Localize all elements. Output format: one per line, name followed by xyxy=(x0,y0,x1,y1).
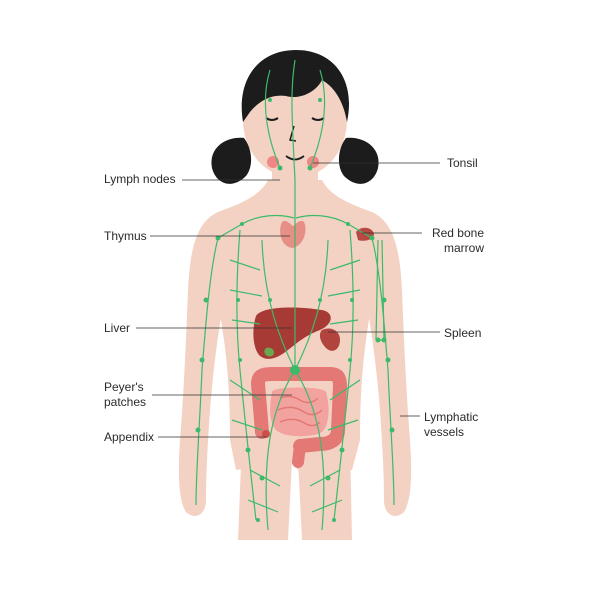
left-eye xyxy=(265,117,279,121)
spleen-organ xyxy=(319,328,340,351)
label-lymphatic-vessels-line1: Lymphatic xyxy=(424,410,479,424)
label-liver: Liver xyxy=(104,321,131,335)
label-lymphatic-vessels-line2: vessels xyxy=(424,425,465,439)
lymph-node-dots xyxy=(195,98,395,522)
lymphatic-vessels xyxy=(195,59,395,531)
label-red-bone-marrow-line2: marrow xyxy=(443,241,484,255)
label-peyers-line2: patches xyxy=(104,395,147,409)
large-intestine xyxy=(251,367,347,453)
left-pigtail xyxy=(211,137,252,184)
label-spleen: Spleen xyxy=(444,326,482,340)
label-peyers-patches: Peyer's patches xyxy=(104,380,146,410)
label-red-bone-marrow: Red bone marrow xyxy=(422,226,484,256)
hair xyxy=(241,50,350,122)
label-tonsil: Tonsil xyxy=(447,156,478,170)
small-intestine-folds xyxy=(277,395,323,427)
small-intestine xyxy=(270,387,329,437)
right-pigtail xyxy=(338,137,379,184)
label-peyers-line1: Peyer's xyxy=(104,380,144,394)
liver-organ xyxy=(253,307,331,359)
label-lymph-nodes: Lymph nodes xyxy=(104,172,176,186)
appendix-organ xyxy=(262,430,270,438)
right-eye xyxy=(311,117,325,121)
leader-lines xyxy=(136,162,440,438)
label-appendix: Appendix xyxy=(104,430,155,444)
rectum xyxy=(292,440,306,468)
gallbladder xyxy=(264,347,274,357)
mouth xyxy=(285,155,305,161)
label-red-bone-marrow-line1: Red bone xyxy=(431,226,484,240)
label-lymphatic-vessels: Lymphatic vessels xyxy=(424,410,478,440)
organs xyxy=(251,220,374,468)
thymus-organ xyxy=(280,220,306,248)
label-thymus: Thymus xyxy=(104,229,147,243)
